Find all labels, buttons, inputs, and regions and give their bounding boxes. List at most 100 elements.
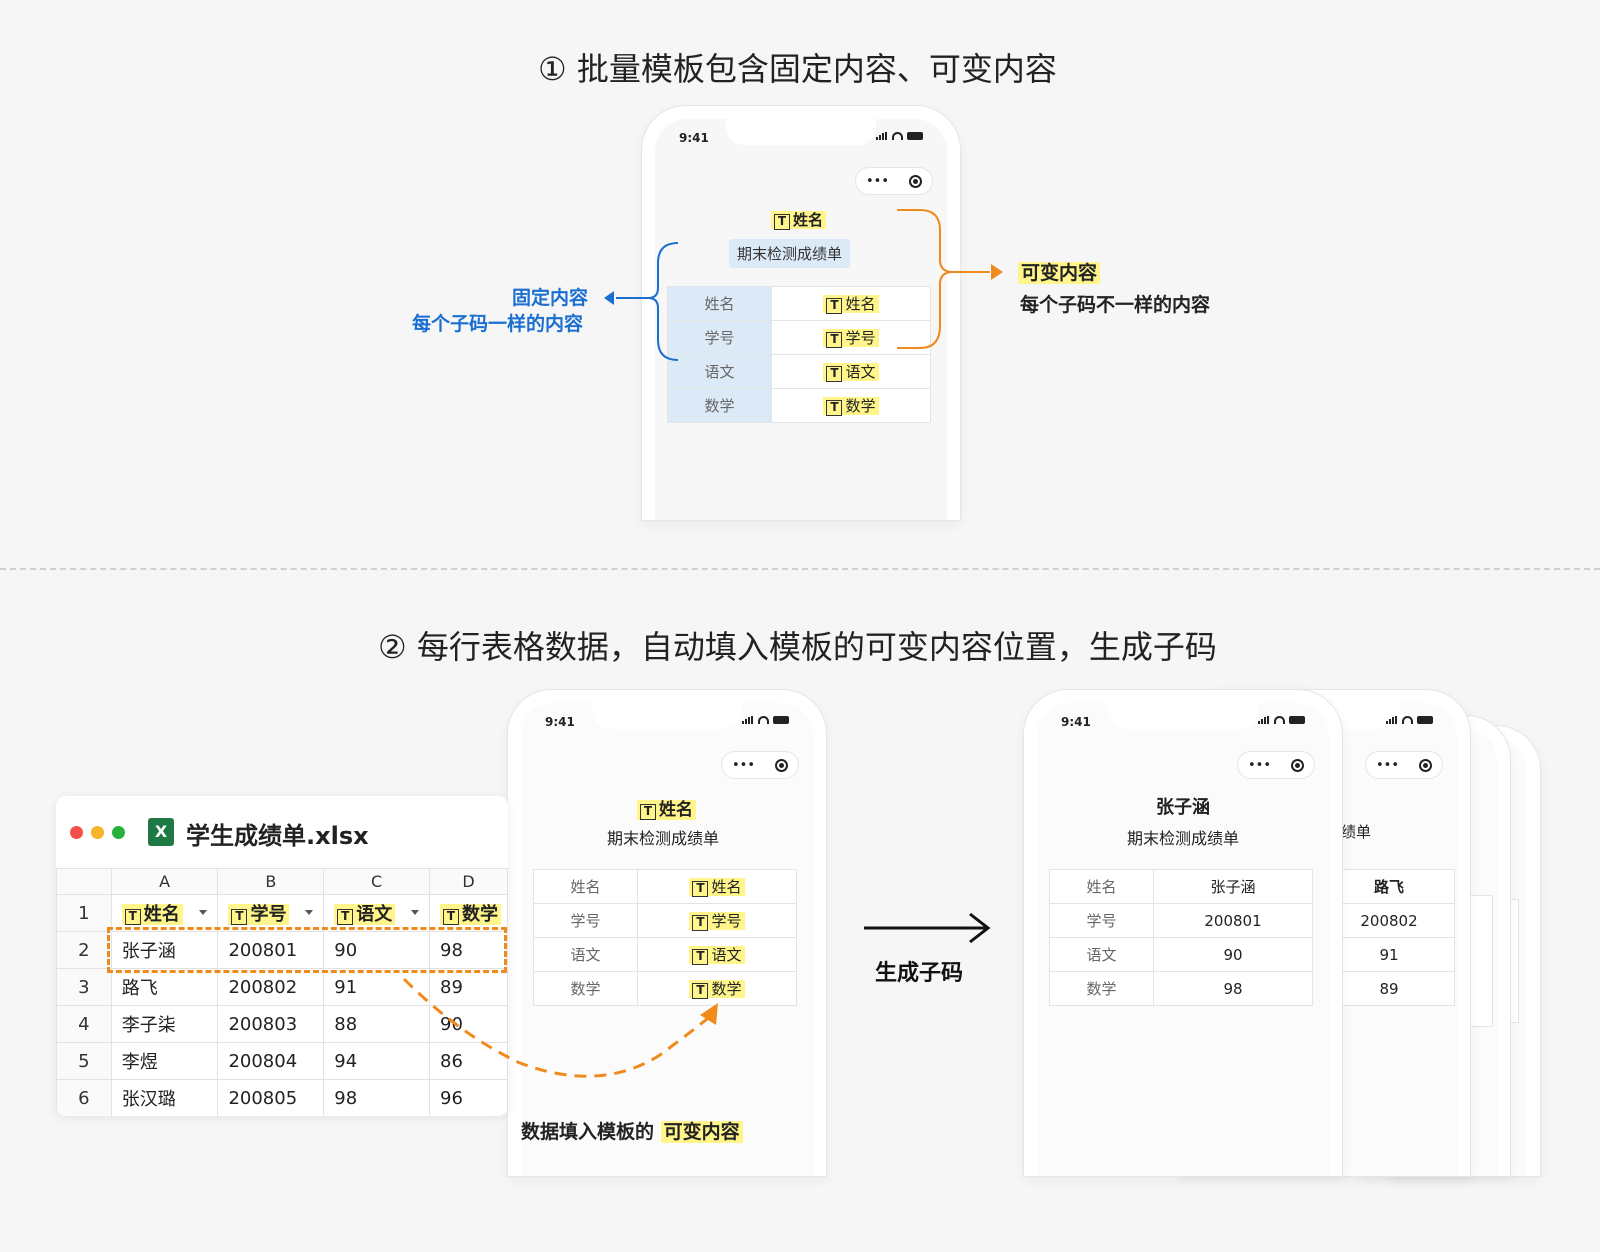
table-row: 数学 98 (1049, 971, 1313, 1006)
cell[interactable]: 86 (429, 1042, 508, 1080)
result-value: 张子涵 (1153, 869, 1313, 904)
close-target-icon[interactable] (1418, 758, 1432, 772)
more-icon[interactable]: ••• (1247, 757, 1271, 773)
column-header[interactable]: D (429, 868, 508, 895)
miniprogram-capsule[interactable]: ••• (1365, 751, 1443, 779)
variable-desc: 每个子码不一样的内容 (1020, 294, 1211, 316)
battery-icon (1289, 716, 1305, 724)
signal-icon (876, 132, 888, 140)
status-time: 9:41 (1061, 715, 1091, 729)
section2-heading: ② 每行表格数据，自动填入模板的可变内容位置，生成子码 (378, 628, 1217, 666)
close-dot-icon[interactable] (70, 826, 83, 839)
row-number[interactable]: 4 (56, 1005, 112, 1043)
cell[interactable]: 200804 (217, 1042, 325, 1080)
minimize-dot-icon[interactable] (91, 826, 104, 839)
filter-dropdown-icon[interactable] (305, 910, 314, 915)
result-label: 姓名 (1049, 869, 1154, 904)
wifi-icon (1402, 716, 1413, 724)
cell[interactable]: 98 (323, 1079, 431, 1116)
row-number[interactable]: 3 (56, 968, 112, 1006)
phone-notch (592, 703, 742, 729)
cell[interactable]: 张汉璐 (110, 1079, 219, 1116)
text-var-icon: T (692, 915, 709, 931)
status-icons (1386, 716, 1433, 724)
cell[interactable]: 李煜 (110, 1042, 219, 1080)
table-row: 语文 90 (1049, 937, 1313, 972)
result-subtitle: 期末检测成绩单 (1126, 829, 1239, 848)
more-icon[interactable]: ••• (731, 757, 755, 773)
result-phone-1: 9:41 ••• 张子涵 期末检测成绩单 姓名 张子涵 学号 200801 (1024, 690, 1342, 1176)
row-number[interactable]: 1 (56, 894, 112, 932)
fixed-label: 数学 (533, 971, 638, 1006)
miniprogram-capsule[interactable]: ••• (855, 167, 933, 195)
select-all-corner[interactable] (56, 868, 112, 895)
text-var-icon: T (692, 983, 709, 999)
text-var-icon: T (826, 400, 843, 416)
cell[interactable]: 李子柒 (110, 1005, 219, 1043)
phone-notch (726, 119, 876, 145)
table-row: 5 李煜 200804 94 86 (56, 1042, 508, 1080)
fixed-label: 数学 (667, 388, 772, 423)
variable-bracket (897, 209, 1003, 349)
status-time: 9:41 (545, 715, 575, 729)
signal-icon (1258, 716, 1270, 724)
cell[interactable]: 91 (323, 968, 431, 1006)
table-row: 89 (1323, 971, 1455, 1006)
cell[interactable]: 200805 (217, 1079, 325, 1116)
excel-icon: X (148, 818, 174, 846)
column-header[interactable]: A (110, 868, 219, 895)
close-target-icon[interactable] (1290, 758, 1304, 772)
column-header-row: A B C D (56, 868, 508, 895)
filter-dropdown-icon[interactable] (199, 910, 208, 915)
battery-icon (773, 716, 789, 724)
cell[interactable]: 200803 (217, 1005, 325, 1043)
more-icon[interactable]: ••• (865, 173, 889, 189)
text-var-icon: T (124, 909, 141, 925)
close-target-icon[interactable] (908, 174, 922, 188)
text-var-icon: T (640, 804, 656, 820)
cell[interactable]: 200801 (217, 931, 325, 969)
more-icon[interactable]: ••• (1375, 757, 1399, 773)
miniprogram-capsule[interactable]: ••• (1237, 751, 1315, 779)
wifi-icon (758, 716, 769, 724)
fixed-bracket (604, 242, 679, 361)
filter-dropdown-icon[interactable] (411, 910, 420, 915)
cell[interactable]: 张子涵 (110, 931, 219, 969)
template-subtitle: 期末检测成绩单 (607, 829, 720, 848)
column-header[interactable]: B (217, 868, 325, 895)
table-row: 6 张汉璐 200805 98 96 (56, 1079, 508, 1116)
result-name: 张子涵 (1156, 797, 1210, 818)
status-icons (742, 716, 789, 724)
cell[interactable]: 96 (429, 1079, 508, 1116)
cell[interactable]: 89 (429, 968, 508, 1006)
text-var-icon: T (826, 332, 843, 348)
row-number[interactable]: 6 (56, 1079, 112, 1116)
miniprogram-capsule[interactable]: ••• (721, 751, 799, 779)
cell[interactable]: 200802 (217, 968, 325, 1006)
result2-value: 91 (1323, 937, 1455, 972)
maximize-dot-icon[interactable] (112, 826, 125, 839)
cell[interactable]: 94 (323, 1042, 431, 1080)
row-number[interactable]: 5 (56, 1042, 112, 1080)
text-var-icon: T (826, 366, 843, 382)
cell[interactable]: 路飞 (110, 968, 219, 1006)
close-target-icon[interactable] (774, 758, 788, 772)
row-number[interactable]: 2 (56, 931, 112, 969)
column-header[interactable]: C (323, 868, 431, 895)
cell[interactable]: 88 (323, 1005, 431, 1043)
signal-icon (1386, 716, 1398, 724)
battery-icon (1417, 716, 1433, 724)
cell[interactable]: 90 (429, 1005, 508, 1043)
